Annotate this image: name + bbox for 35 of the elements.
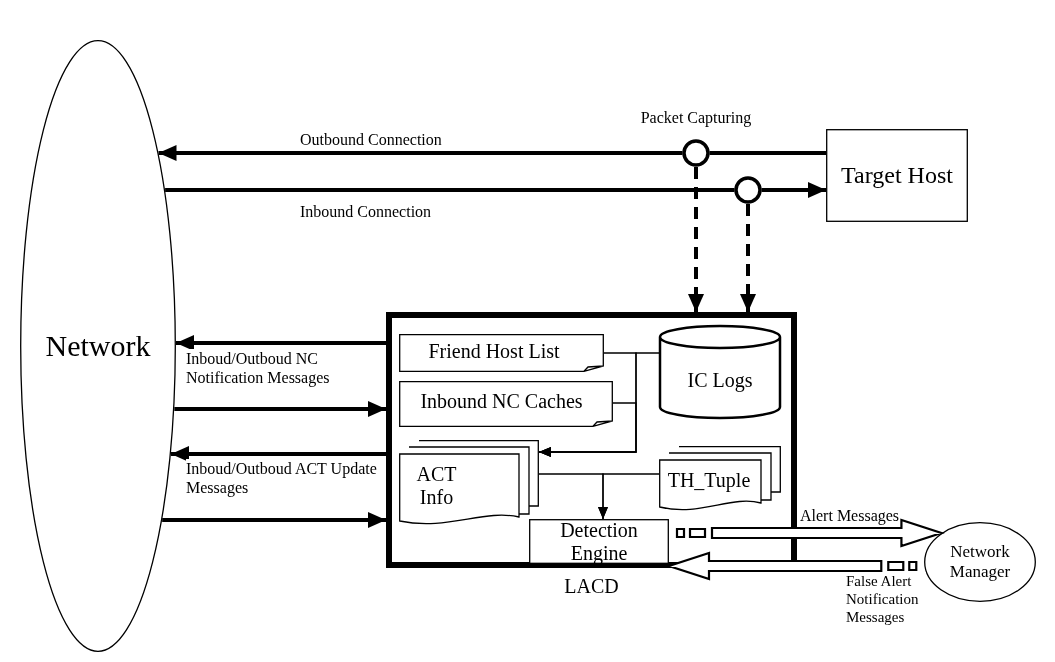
- block-arrow: [675, 518, 945, 548]
- arrow: [688, 167, 704, 312]
- node-label: Network Manager: [948, 542, 1012, 582]
- edge-label: Alert Messages: [800, 506, 900, 526]
- document-stack: [399, 440, 539, 526]
- arrow: [158, 145, 683, 161]
- node-label: LACD: [564, 574, 619, 598]
- capture-point-circle: [734, 176, 762, 204]
- arrow: [740, 204, 756, 312]
- node-label: Target Host: [841, 161, 953, 190]
- arrow: [538, 352, 660, 457]
- document-stack: [659, 446, 781, 512]
- document-shape: [399, 334, 604, 372]
- node-label: Inbound NC Caches: [420, 389, 583, 413]
- arrow: [171, 446, 386, 462]
- node-label: TH_Tuple: [667, 468, 751, 492]
- node-label: Detection Engine: [559, 518, 639, 565]
- node-label: IC Logs: [687, 368, 753, 392]
- edge-label: False Alert Notification Messages: [846, 572, 926, 626]
- node-label: Network: [45, 328, 151, 364]
- node-caption: Packet Capturing: [639, 109, 753, 127]
- arrow: [162, 512, 386, 528]
- arrow: [176, 335, 386, 351]
- connector-line: [165, 188, 735, 192]
- document-shape: [399, 381, 613, 427]
- host-box: [826, 129, 968, 222]
- arrow: [174, 401, 386, 417]
- arrow: [761, 182, 826, 198]
- connector-line: [709, 151, 826, 155]
- network-ellipse: [20, 40, 176, 652]
- node-label: Friend Host List: [428, 339, 560, 363]
- manager-ellipse: [924, 522, 1036, 602]
- node-label: ACT Info: [415, 463, 458, 509]
- engine-box: [529, 519, 669, 564]
- arrow: [598, 473, 660, 520]
